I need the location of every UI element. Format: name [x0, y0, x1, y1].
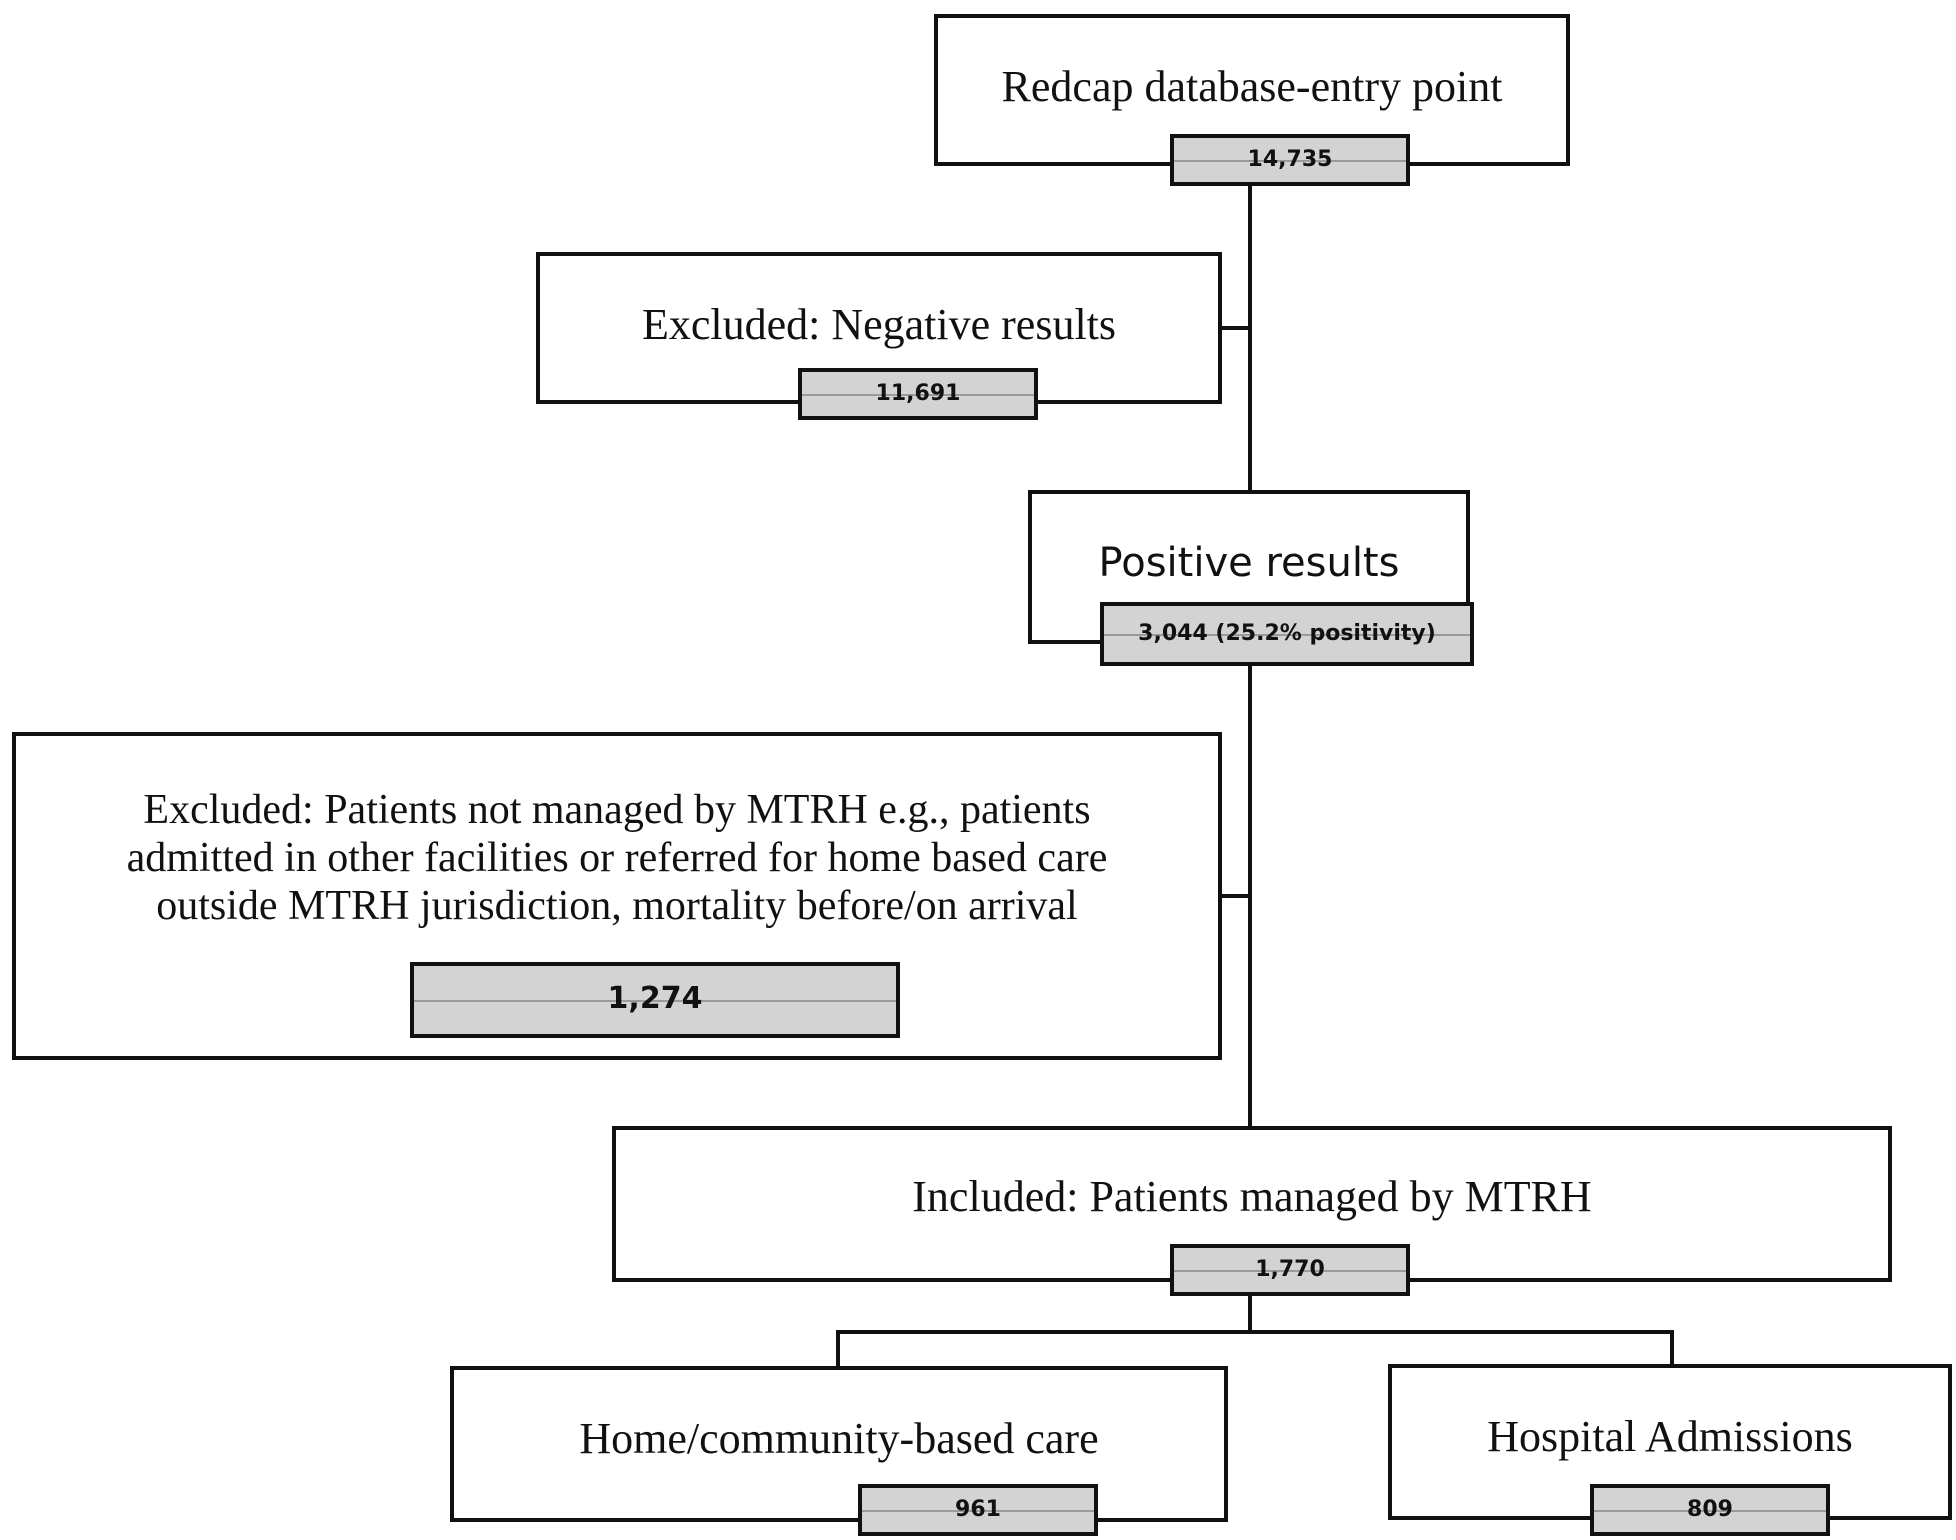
hospital-count: 809	[1590, 1484, 1830, 1536]
connector-to-not-managed	[1218, 894, 1252, 898]
connector-split-bar	[836, 1330, 1674, 1334]
included-count: 1,770	[1170, 1244, 1410, 1296]
hospital-box: Hospital Admissions	[1388, 1364, 1952, 1520]
excluded-not-managed-box: Excluded: Patients not managed by MTRH e…	[12, 732, 1222, 1060]
positive-count: 3,044 (25.2% positivity)	[1100, 602, 1474, 666]
connector-to-negative	[1218, 326, 1252, 330]
excluded-not-managed-count: 1,274	[410, 962, 900, 1038]
entry-title: Redcap database-entry point	[1001, 62, 1503, 111]
connector-to-hospital	[1670, 1330, 1674, 1370]
excluded-not-managed-line-1: Excluded: Patients not managed by MTRH e…	[143, 787, 1091, 833]
connector-split-stem	[1248, 1290, 1252, 1334]
hospital-title: Hospital Admissions	[1487, 1412, 1853, 1461]
excluded-negative-count: 11,691	[798, 368, 1038, 420]
home-care-title: Home/community-based care	[579, 1414, 1099, 1463]
excluded-not-managed-line-3: outside MTRH jurisdiction, mortality bef…	[156, 883, 1078, 929]
excluded-not-managed-text: Excluded: Patients not managed by MTRH e…	[16, 786, 1218, 930]
home-care-count: 961	[858, 1484, 1098, 1536]
positive-title: Positive results	[1098, 540, 1400, 586]
entry-count: 14,735	[1170, 134, 1410, 186]
home-care-box: Home/community-based care	[450, 1366, 1228, 1522]
connector-main-top	[1248, 180, 1252, 490]
excluded-not-managed-line-2: admitted in other facilities or referred…	[126, 835, 1108, 881]
connector-to-home	[836, 1330, 840, 1370]
included-title: Included: Patients managed by MTRH	[912, 1172, 1592, 1221]
excluded-negative-title: Excluded: Negative results	[641, 300, 1117, 349]
